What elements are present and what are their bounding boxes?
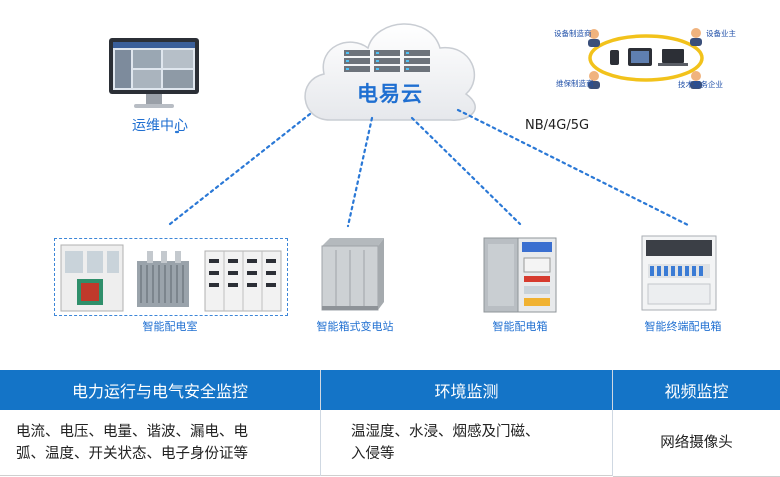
device-label-distribution-room: 智能配电室 [142, 320, 198, 333]
monitoring-table: 电力运行与电气安全监控 环境监测 视频监控 电流、电压、电量、谐波、漏电、电 弧… [0, 370, 780, 477]
link-to-distribution-room [168, 112, 312, 226]
ops-center: 运维中心 [106, 36, 202, 134]
switchgear-illustration [60, 244, 282, 312]
box-substation-illustration [321, 238, 384, 311]
role-bottom-left: 维保制造商 [556, 79, 594, 88]
cell-video: 网络摄像头 [613, 410, 780, 477]
role-ecosystem: 设备制造商 设备业主 维保制造商 技术服务企业 [554, 20, 736, 94]
ops-center-label: 运维中心 [132, 118, 188, 134]
phone-icon [610, 50, 619, 65]
cell-environment-line2: 入侵等 [351, 445, 395, 462]
terminal-box-illustration [641, 235, 717, 311]
device-distribution-box [482, 234, 558, 316]
device-label-terminal-box: 智能终端配电箱 [644, 320, 722, 333]
server-icon [344, 50, 370, 72]
ecosystem-ring [588, 28, 704, 89]
role-top-left: 设备制造商 [554, 29, 592, 38]
device-terminal-box [640, 234, 718, 314]
cell-power-line1: 电流、电压、电量、谐波、漏电、电 [16, 423, 248, 440]
server-icon [374, 50, 400, 72]
cloud-title: 电易云 [357, 82, 423, 106]
column-divider [612, 370, 613, 476]
device-label-distribution-box: 智能配电箱 [492, 320, 548, 333]
column-divider [320, 370, 321, 476]
network-label: NB/4G/5G [525, 118, 590, 133]
laptop-icon [662, 49, 684, 63]
cell-video-line1: 网络摄像头 [660, 435, 733, 451]
cell-power-monitoring: 电流、电压、电量、谐波、漏电、电 弧、温度、开关状态、电子身份证等 [0, 410, 320, 476]
cloud: 电易云 [290, 8, 486, 126]
server-icon [404, 50, 430, 72]
person-icon [588, 28, 702, 89]
monitor-icon [109, 38, 199, 108]
cell-power-line2: 弧、温度、开关状态、电子身份证等 [16, 445, 248, 462]
cloud-icon [304, 23, 476, 121]
device-distribution-room [54, 238, 288, 316]
link-to-terminal-box [456, 108, 692, 228]
device-label-box-substation: 智能箱式变电站 [316, 320, 394, 333]
header-video: 视频监控 [613, 370, 780, 410]
device-box-substation [320, 236, 386, 314]
connection-lines [168, 108, 692, 228]
role-bottom-right: 技术服务企业 [678, 80, 723, 89]
cell-environment: 温湿度、水浸、烟感及门磁、 入侵等 [321, 410, 612, 476]
header-environment: 环境监测 [321, 370, 612, 410]
link-to-distribution-box [410, 116, 522, 226]
distribution-box-illustration [483, 237, 557, 313]
header-power-monitoring: 电力运行与电气安全监控 [0, 370, 320, 410]
link-to-box-substation [346, 116, 374, 228]
role-top-right: 设备业主 [706, 29, 736, 38]
cell-environment-line1: 温湿度、水浸、烟感及门磁、 [351, 423, 540, 440]
